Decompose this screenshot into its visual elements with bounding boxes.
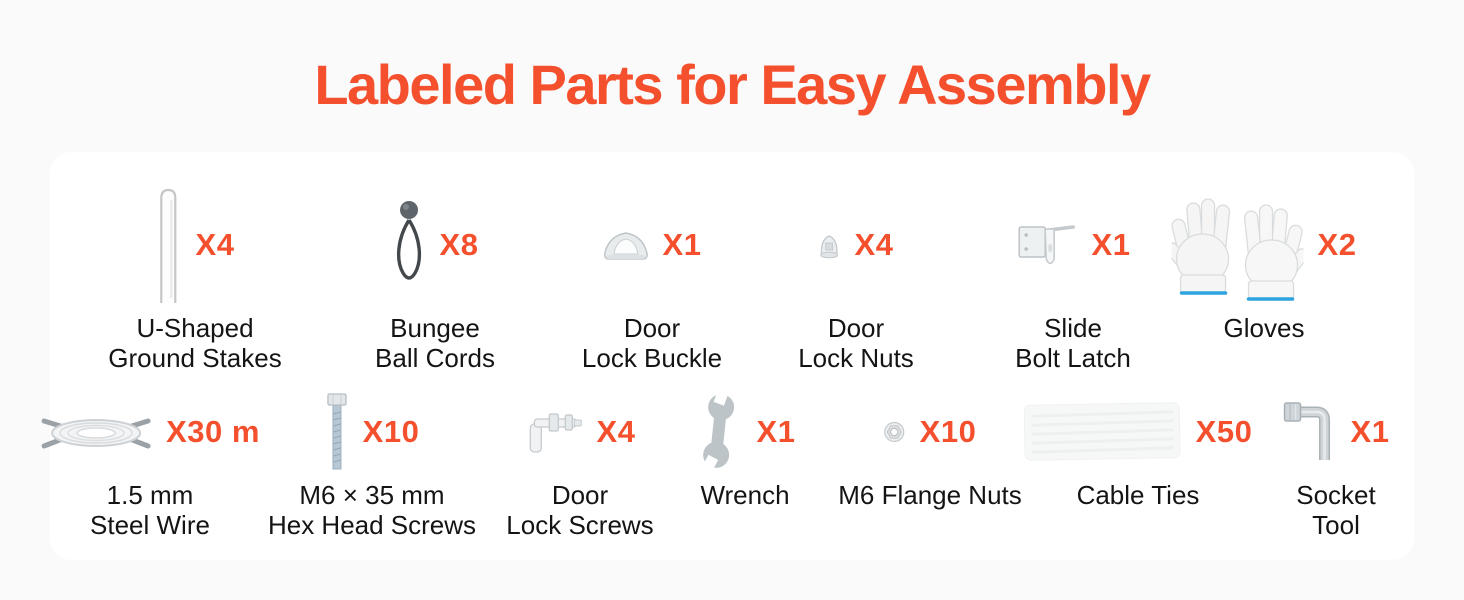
part-qty: X2	[1317, 227, 1357, 262]
part-qty: X4	[596, 414, 636, 449]
page-title: Labeled Parts for Easy Assembly	[314, 53, 1151, 116]
part-label: Wrench	[700, 480, 790, 510]
bungee-ball-cord-icon	[392, 199, 426, 291]
slide-bolt-latch-icon	[1016, 219, 1078, 271]
part-item-gloves: X2 Gloves	[1171, 183, 1357, 343]
door-lock-screw-icon	[525, 408, 583, 456]
part-qty: X10	[919, 414, 977, 449]
steel-wire-icon	[40, 405, 152, 459]
part-label: Bungee Ball Cords	[375, 313, 495, 373]
cable-ties-icon	[1023, 400, 1182, 464]
part-label: M6 Flange Nuts	[838, 480, 1022, 510]
socket-tool-icon	[1283, 400, 1337, 464]
part-qty: X10	[362, 414, 420, 449]
part-label: U-Shaped Ground Stakes	[108, 313, 282, 373]
part-qty: X30 m	[166, 414, 260, 449]
part-qty: X1	[756, 414, 796, 449]
part-label: M6 × 35 mm Hex Head Screws	[267, 480, 477, 540]
part-qty: X1	[1091, 227, 1131, 262]
door-lock-buckle-icon	[603, 229, 649, 261]
hex-head-screw-icon	[325, 392, 349, 472]
parts-card: X4 U-Shaped Ground Stakes X8 Bungee Ball…	[41, 152, 1414, 560]
part-item-wrench: X1 Wrench	[695, 390, 796, 510]
part-item-steel-wire: X30 m 1.5 mm Steel Wire	[40, 390, 260, 540]
wrench-icon	[695, 393, 743, 471]
part-label: 1.5 mm Steel Wire	[90, 480, 210, 540]
part-item-cable-ties: X50 Cable Ties	[1023, 390, 1253, 510]
part-label: Socket Tool	[1296, 480, 1376, 540]
part-item-flange-nuts: X10 M6 Flange Nuts	[838, 390, 1022, 510]
part-qty: X4	[854, 227, 894, 262]
part-label: Door Lock Nuts	[798, 313, 914, 373]
part-item-door-lock-nuts: X4 Door Lock Nuts	[798, 183, 914, 373]
part-qty: X4	[195, 227, 235, 262]
part-item-slide-bolt-latch: X1 Slide Bolt Latch	[1015, 183, 1131, 373]
part-qty: X8	[439, 227, 479, 262]
part-item-door-lock-buckle: X1 Door Lock Buckle	[582, 183, 722, 373]
part-qty: X1	[662, 227, 702, 262]
part-item-bungee-cords: X8 Bungee Ball Cords	[375, 183, 495, 373]
part-label: Slide Bolt Latch	[1015, 313, 1131, 373]
part-item-socket-tool: X1 Socket Tool	[1283, 390, 1390, 540]
part-qty: X50	[1195, 414, 1253, 449]
door-lock-nut-icon	[819, 232, 841, 259]
part-item-ground-stakes: X4 U-Shaped Ground Stakes	[108, 183, 282, 373]
flange-nut-icon	[884, 421, 906, 443]
part-label: Door Lock Screws	[506, 480, 654, 540]
part-label: Door Lock Buckle	[581, 313, 723, 373]
part-qty: X1	[1350, 414, 1390, 449]
part-label: Cable Ties	[1076, 480, 1200, 510]
part-item-hex-head-screws: X10 M6 × 35 mm Hex Head Screws	[268, 390, 476, 540]
u-shaped-ground-stake-icon	[156, 186, 182, 304]
part-label: Gloves	[1223, 313, 1305, 343]
part-item-door-lock-screws: X4 Door Lock Screws	[506, 390, 654, 540]
gloves-icon	[1171, 189, 1304, 301]
